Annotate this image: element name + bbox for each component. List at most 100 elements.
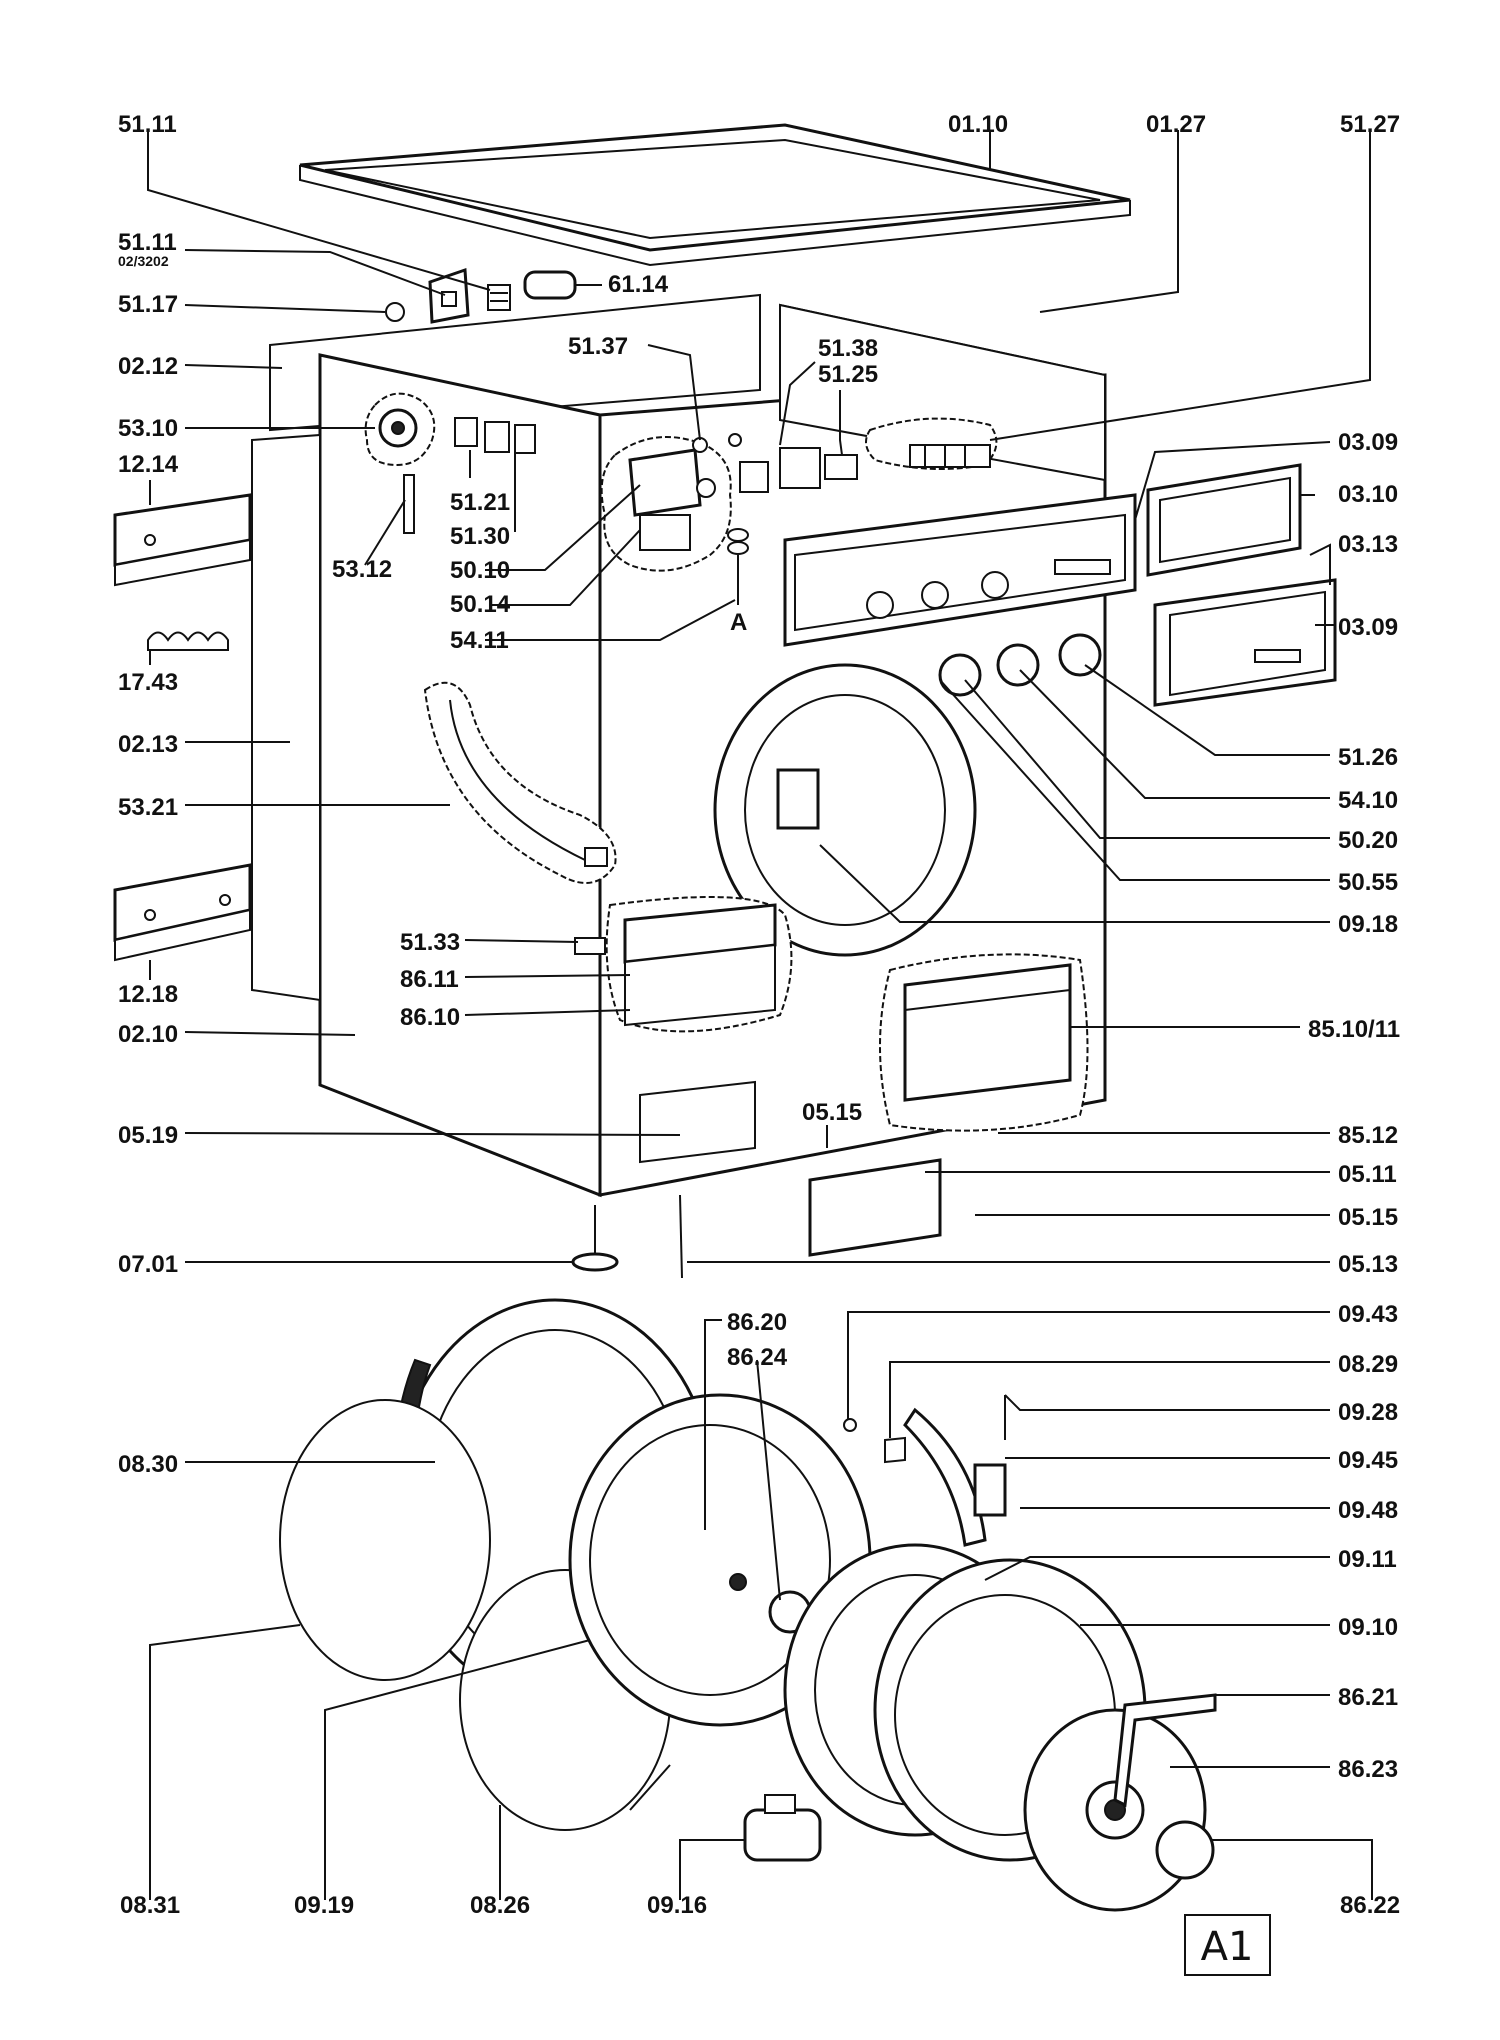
- callout-53-10: 53.10: [118, 415, 178, 442]
- side-panel-part: [251, 433, 321, 1002]
- rod-part: [679, 1194, 683, 1279]
- rail-top-part: [113, 493, 252, 587]
- callout-53-21: 53.21: [118, 794, 178, 821]
- callout-03-10: 03.10: [1338, 481, 1398, 508]
- callout-50-55: 50.55: [1338, 869, 1398, 896]
- callout-09-10: 09.10: [1338, 1614, 1398, 1641]
- pressure-switch-part: [364, 392, 436, 534]
- callout-02-10: 02.10: [118, 1021, 178, 1048]
- callout-05-15-right: 05.15: [1338, 1204, 1398, 1231]
- callout-86-20: 86.20: [727, 1309, 787, 1336]
- callout-50-14: 50.14: [450, 591, 511, 618]
- drain-hose-part: [423, 681, 617, 884]
- button-block-part: [865, 417, 998, 470]
- callout-09-28: 09.28: [1338, 1399, 1398, 1426]
- heater-box-part: [879, 953, 1089, 1132]
- callout-51-21: 51.21: [450, 489, 510, 516]
- rail-bottom-part: [113, 863, 252, 962]
- callout-85-10-11: 85.10/11: [1308, 1016, 1400, 1043]
- callout-53-12: 53.12: [332, 556, 392, 583]
- coil-part: [487, 284, 511, 311]
- control-panel-part: [783, 493, 1137, 647]
- spring-strip-part: [629, 1764, 671, 1811]
- callout-51-27: 51.27: [1340, 111, 1400, 138]
- clip-strip-part: [147, 631, 229, 651]
- callout-51-38: 51.38: [818, 335, 878, 362]
- callout-09-11: 09.11: [1338, 1546, 1397, 1573]
- callout-09-16: 09.16: [647, 1892, 707, 1919]
- callout-08-29: 08.29: [1338, 1351, 1398, 1378]
- knobs-part: [938, 633, 1102, 697]
- callout-12-14: 12.14: [118, 451, 179, 478]
- callout-07-01: 07.01: [118, 1251, 178, 1278]
- callout-51-17: 51.17: [118, 291, 178, 318]
- callout-labels: 51.11 01.10 01.27 51.27 51.11 02/3202 61…: [118, 111, 1400, 1919]
- callout-08-30: 08.30: [118, 1451, 178, 1478]
- capacitor-part: [523, 270, 592, 300]
- door-ring-part: [713, 663, 977, 957]
- callout-85-12: 85.12: [1338, 1122, 1398, 1149]
- sheet-id-label: A1: [1201, 1924, 1254, 1970]
- callout-08-26: 08.26: [470, 1892, 530, 1919]
- detergent-drawer-part: [1146, 463, 1302, 577]
- callout-01-10: 01.10: [948, 111, 1008, 138]
- callout-03-09-bottom: 03.09: [1338, 614, 1398, 641]
- callout-03-13: 03.13: [1338, 531, 1398, 558]
- small-knob-part: [385, 302, 405, 322]
- callout-09-48: 09.48: [1338, 1497, 1398, 1524]
- callout-50-20: 50.20: [1338, 827, 1398, 854]
- access-plate-part: [639, 1080, 756, 1164]
- callout-02-13: 02.13: [118, 731, 178, 758]
- foot-part: [571, 1205, 619, 1272]
- callout-05-15-top: 05.15: [802, 1099, 862, 1126]
- callout-86-10: 86.10: [400, 1004, 460, 1031]
- callout-54-11: 54.11: [450, 627, 509, 654]
- callout-86-22: 86.22: [1340, 1892, 1400, 1919]
- pump-part: [743, 1794, 822, 1862]
- callout-51-11-top: 51.11: [118, 111, 177, 138]
- control-switches-part: [692, 433, 858, 493]
- callout-12-18: 12.18: [118, 981, 178, 1008]
- bracket-part: [428, 267, 470, 324]
- callout-09-19: 09.19: [294, 1892, 354, 1919]
- callout-05-19: 05.19: [118, 1122, 178, 1149]
- leader-lines: [147, 130, 1373, 1900]
- sheet-id-box: A1: [1184, 1914, 1271, 1976]
- callout-86-11: 86.11: [400, 966, 459, 993]
- heater-element-part: [903, 1395, 1007, 1547]
- pulley-part: [1023, 1693, 1217, 1912]
- callout-01-27: 01.27: [1146, 111, 1206, 138]
- filter-part: [574, 896, 793, 1033]
- callout-51-37: 51.37: [568, 333, 628, 360]
- callout-09-18: 09.18: [1338, 911, 1398, 938]
- bracket-small-part: [843, 1418, 906, 1464]
- callout-A: A: [730, 609, 747, 636]
- callout-51-25: 51.25: [818, 361, 878, 388]
- callout-50-10: 50.10: [450, 557, 510, 584]
- callout-02-12: 02.12: [118, 353, 178, 380]
- service-panel-part: [808, 1158, 942, 1257]
- callout-05-11: 05.11: [1338, 1161, 1397, 1188]
- callout-61-14: 61.14: [608, 271, 669, 298]
- callout-51-30: 51.30: [450, 523, 510, 550]
- drawer-front-part: [1153, 578, 1337, 707]
- callout-08-31: 08.31: [120, 1892, 180, 1919]
- callout-86-21: 86.21: [1338, 1684, 1398, 1711]
- callout-86-24: 86.24: [727, 1344, 788, 1371]
- callout-51-33: 51.33: [400, 929, 460, 956]
- callout-09-43: 09.43: [1338, 1301, 1398, 1328]
- callout-05-13: 05.13: [1338, 1251, 1398, 1278]
- callout-54-10: 54.10: [1338, 787, 1398, 814]
- callout-51-26: 51.26: [1338, 744, 1398, 771]
- relay-part: [454, 417, 536, 454]
- callout-86-23: 86.23: [1338, 1756, 1398, 1783]
- spring-part: [727, 528, 749, 605]
- callout-51-11-mid: 51.11: [118, 229, 177, 256]
- callout-09-45: 09.45: [1338, 1447, 1398, 1474]
- lid-part: [299, 123, 1131, 267]
- callout-02-3202: 02/3202: [118, 253, 169, 269]
- tub-seal-part: [279, 1399, 491, 1681]
- callout-17-43: 17.43: [118, 669, 178, 696]
- callout-03-09-top: 03.09: [1338, 429, 1398, 456]
